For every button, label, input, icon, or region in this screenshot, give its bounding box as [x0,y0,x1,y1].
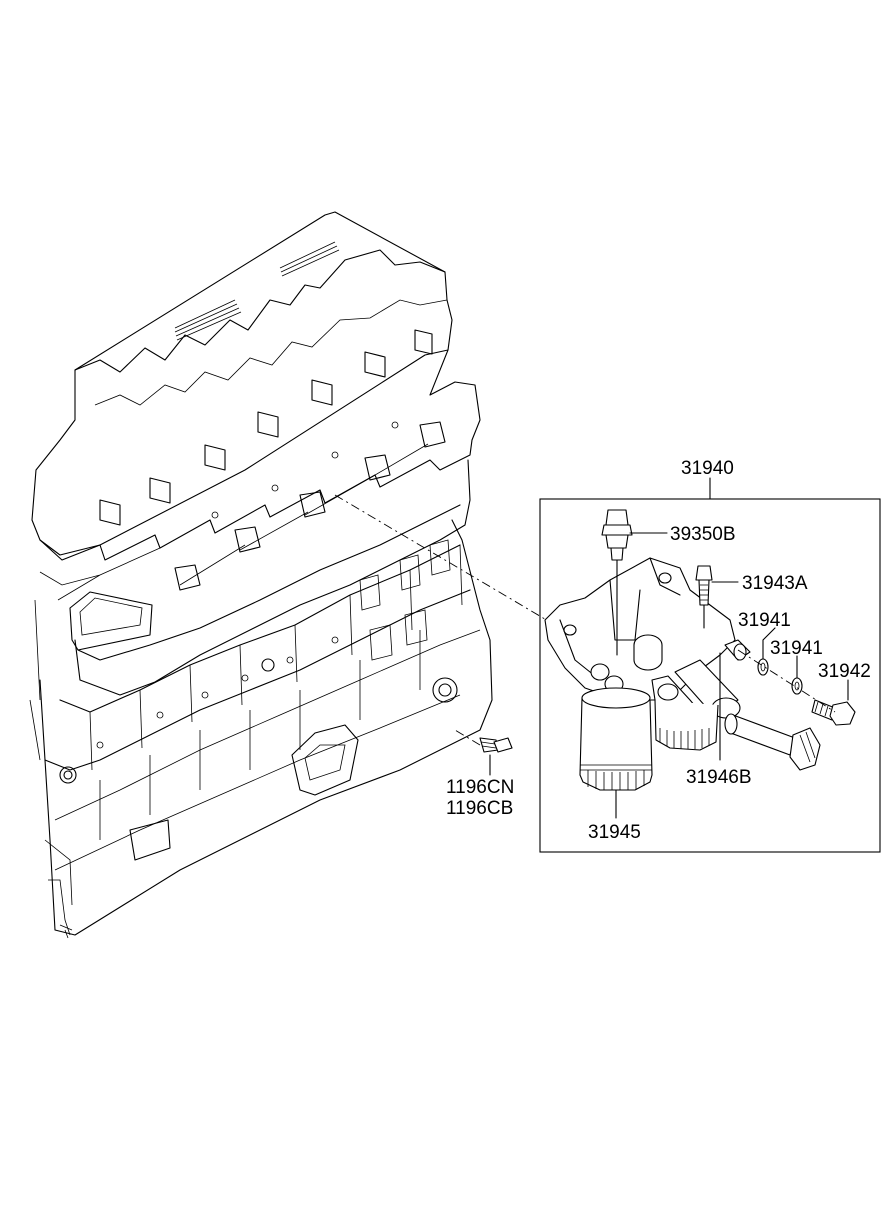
filter-cartridge [579,687,653,791]
filter-head [544,557,751,723]
label-sensor: 39350B [670,524,736,545]
filter-element [654,699,719,751]
leader-lines [615,532,849,819]
label-washer-a: 31941 [738,610,791,631]
pressure-sensor [601,509,633,656]
banjo-bolt [811,699,856,726]
washers [757,658,803,695]
mounting-leader-line [334,494,556,626]
label-cap-screw-2: 1196CB [446,798,513,819]
long-bolt [724,713,821,771]
label-washer-b: 31941 [770,638,823,659]
label-bolt: 31942 [818,661,871,682]
cap-screw [454,729,513,776]
engine-block [29,211,493,939]
label-filter: 31945 [588,822,641,843]
fitting-centerline [737,649,836,713]
label-cap-screw-1: 1196CN [446,777,514,798]
label-assembly: 31940 [681,458,734,479]
bleed-screw [695,565,713,629]
label-element: 31946B [686,767,752,788]
label-bleed-screw: 31943A [742,573,808,594]
